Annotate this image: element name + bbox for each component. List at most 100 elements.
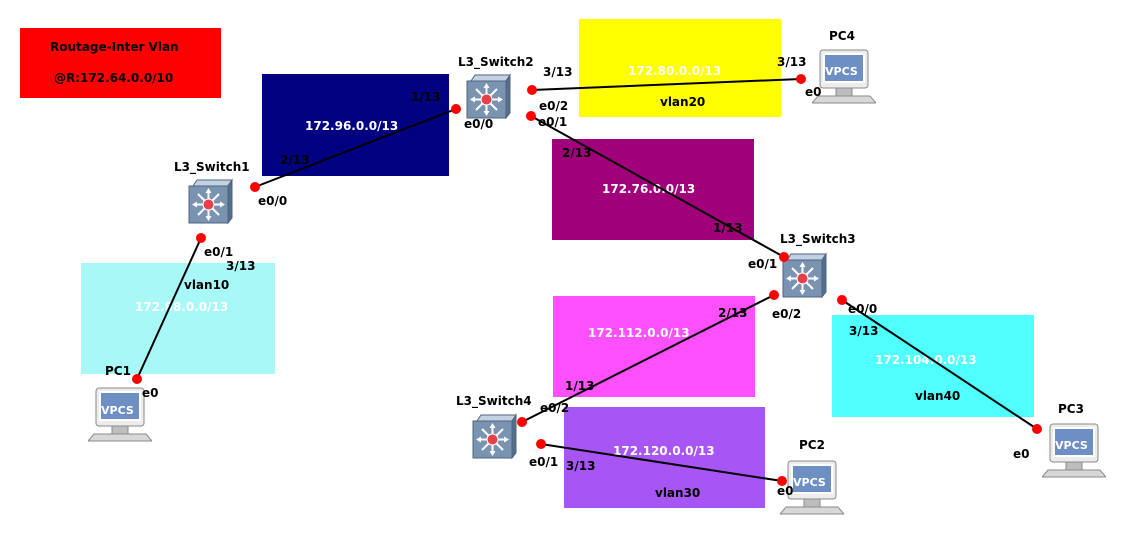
- zone-vlan10: 172.88.0.0/13 vlan10: [81, 263, 275, 374]
- zone-172-112-network: 172.112.0.0/13: [588, 326, 690, 340]
- link-sw4-pc2: [540, 443, 783, 482]
- port-dot: [517, 417, 527, 427]
- zone-vlan30: 172.120.0.0/13 vlan30: [564, 407, 765, 508]
- zone-vlan40: 172.104.0.0/13 vlan40: [832, 315, 1034, 417]
- link-l4-from-port: e0/1: [204, 245, 233, 259]
- zone-vlan20: 172.80.0.0/13 vlan20: [579, 19, 781, 117]
- port-dot: [779, 252, 789, 262]
- link-l5-from-ip: 2/13: [718, 306, 747, 320]
- link-l2-to-ip: 3/13: [777, 55, 806, 69]
- zone-vlan40-area: [832, 315, 1034, 417]
- zone-vlan20-network: 172.80.0.0/13: [628, 64, 721, 78]
- zone-vlan40-network: 172.104.0.0/13: [875, 353, 977, 367]
- port-dot: [526, 111, 536, 121]
- zone-172-76-area: [552, 139, 754, 240]
- pc-4-screen-text: VPCS: [825, 65, 858, 78]
- port-dot: [837, 295, 847, 305]
- l3-switch-3-label: L3_Switch3: [780, 232, 856, 247]
- pc-1[interactable]: VPCS PC1: [88, 364, 152, 442]
- l3-switch-3[interactable]: L3_Switch3: [780, 232, 856, 298]
- l3-switch-2[interactable]: L3_Switch2: [458, 55, 534, 119]
- l3-switch-4-label: L3_Switch4: [456, 394, 532, 409]
- ip-labels: 2/13 1/13 3/13 3/13 2/13 1/13 3/13 2/13 …: [226, 55, 878, 473]
- zone-vlan10-area: [81, 263, 275, 374]
- pc-2-screen-text: VPCS: [793, 476, 826, 489]
- zone-vlan40-label: vlan40: [915, 389, 960, 403]
- zone-vlan30-area: [564, 407, 765, 508]
- pc-4[interactable]: VPCS PC4: [812, 29, 876, 104]
- zone-vlan10-network: 172.88.0.0/13: [135, 300, 228, 314]
- pc-1-screen-text: VPCS: [101, 404, 134, 417]
- link-l6-from-port: e0/0: [848, 302, 877, 316]
- zone-172-112: 172.112.0.0/13: [553, 296, 755, 397]
- l3-switch-1[interactable]: L3_Switch1: [174, 160, 250, 224]
- link-l7-from-port: e0/1: [529, 455, 558, 469]
- link-l1-to-port: e0/0: [464, 117, 493, 131]
- port-dot: [777, 476, 787, 486]
- title-box-background: [20, 28, 221, 98]
- port-dot: [796, 74, 806, 84]
- port-dot: [536, 439, 546, 449]
- pc-2-label: PC2: [799, 438, 825, 452]
- l3-switch-1-label: L3_Switch1: [174, 160, 250, 175]
- zone-vlan30-network: 172.120.0.0/13: [613, 444, 715, 458]
- l3-switch-2-label: L3_Switch2: [458, 55, 534, 70]
- pc-3[interactable]: VPCS PC3: [1042, 402, 1106, 478]
- link-l2-from-ip: 3/13: [543, 65, 572, 79]
- link-l2-from-port: e0/2: [539, 99, 568, 113]
- link-sw2-sw3: [530, 115, 785, 258]
- port-dots: [132, 74, 1042, 486]
- port-dot: [527, 85, 537, 95]
- zone-172-96-area: [262, 74, 449, 176]
- zone-vlan30-label: vlan30: [655, 486, 700, 500]
- pc-3-screen-text: VPCS: [1055, 439, 1088, 452]
- link-l2-to-port: e0: [805, 85, 822, 99]
- pc-3-label: PC3: [1058, 402, 1084, 416]
- l3-switch-icon: [472, 414, 517, 459]
- zone-172-76: 172.76.0.0/13: [552, 139, 754, 240]
- l3-switch-4[interactable]: L3_Switch4: [456, 394, 532, 459]
- link-l1-from-ip: 2/13: [280, 153, 309, 167]
- link-l1-to-ip: 1/13: [411, 90, 440, 104]
- l3-switch-icon: [466, 74, 511, 119]
- link-l3-from-port: e0/1: [538, 115, 567, 129]
- zone-vlan20-label: vlan20: [660, 95, 705, 109]
- pc-2[interactable]: VPCS PC2: [780, 438, 844, 515]
- link-l3-to-ip: 1/13: [713, 221, 742, 235]
- title-line-2: @R:172.64.0.0/10: [54, 71, 173, 85]
- link-l7-to-port: e0: [777, 484, 794, 498]
- l3-switch-icon: [782, 253, 827, 298]
- l3-switch-icon: [188, 179, 233, 224]
- link-l5-from-port: e0/2: [772, 307, 801, 321]
- link-sw1-pc1: [136, 237, 202, 380]
- port-dot: [451, 104, 461, 114]
- port-labels: e0/0 e0/0 e0/2 e0 e0/1 e0/1 e0/1 e0 e0/2…: [142, 85, 1030, 498]
- link-l5-to-ip: 1/13: [565, 379, 594, 393]
- link-l7-from-ip: 3/13: [566, 459, 595, 473]
- link-l1-from-port: e0/0: [258, 194, 287, 208]
- link-l5-to-port: e0/2: [540, 401, 569, 415]
- port-dot: [1032, 424, 1042, 434]
- zone-172-96: 172.96.0.0/13: [262, 74, 449, 176]
- zone-vlan10-label: vlan10: [184, 278, 229, 292]
- link-l3-to-port: e0/1: [748, 257, 777, 271]
- title-box: Routage-Inter Vlan @R:172.64.0.0/10: [20, 28, 221, 98]
- link-l4-to-port: e0: [142, 386, 159, 400]
- link-sw3-sw4: [521, 294, 775, 423]
- zone-172-96-network: 172.96.0.0/13: [305, 119, 398, 133]
- zone-172-112-area: [553, 296, 755, 397]
- zone-vlan20-area: [579, 19, 781, 117]
- links: [136, 78, 1038, 482]
- link-sw2-pc4: [531, 78, 802, 91]
- link-sw3-pc3: [841, 299, 1038, 430]
- link-l4-from-ip: 3/13: [226, 259, 255, 273]
- link-sw1-sw2: [254, 108, 457, 188]
- port-dot: [196, 233, 206, 243]
- zone-172-76-network: 172.76.0.0/13: [602, 182, 695, 196]
- title-line-1: Routage-Inter Vlan: [50, 40, 179, 54]
- link-l3-from-ip: 2/13: [562, 146, 591, 160]
- pc-1-label: PC1: [105, 364, 131, 378]
- port-dot: [250, 182, 260, 192]
- port-dot: [132, 374, 142, 384]
